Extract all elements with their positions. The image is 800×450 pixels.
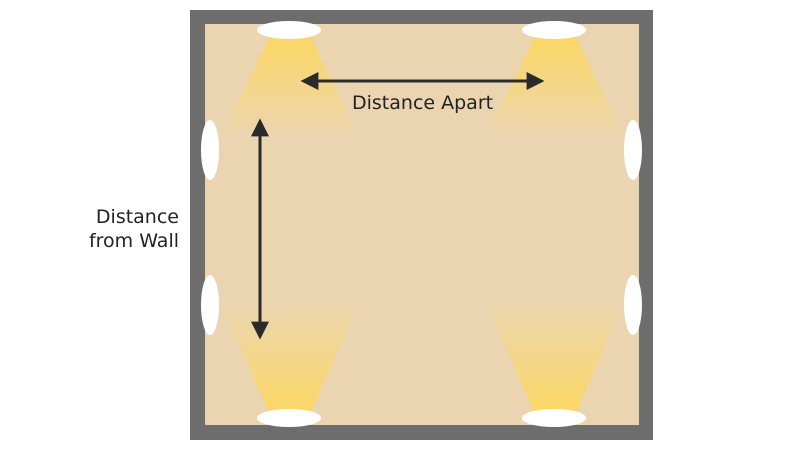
light-fixture-right-lower [624,275,642,335]
distance-from-wall-label-line1: Distance [95,206,179,228]
beam-top-right [485,36,625,138]
light-fixture-top-right [522,21,586,39]
beam-bottom-right [485,302,625,414]
distance-apart-label: Distance Apart [352,92,494,114]
light-fixture-left-lower [201,275,219,335]
light-fixture-left-upper [201,120,219,180]
beam-top-left [220,36,360,138]
distance-from-wall-label-line2: from Wall [88,230,179,252]
light-fixture-bottom-right [522,409,586,427]
light-fixture-bottom-left [257,409,321,427]
light-fixture-right-upper [624,120,642,180]
distance-from-wall-label: Distance from Wall [89,205,179,253]
light-fixture-top-left [257,21,321,39]
